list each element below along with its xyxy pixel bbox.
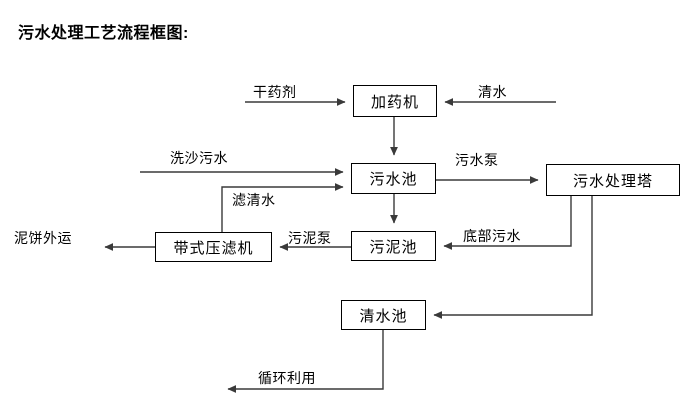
terminal-label-mud-cake-transport: 泥饼外运	[14, 230, 72, 246]
node-label: 污水池	[369, 171, 418, 188]
node-sludge-pool[interactable]: 污泥池	[351, 231, 436, 261]
node-belt-filter-press[interactable]: 带式压滤机	[155, 232, 272, 262]
node-sewage-pool[interactable]: 污水池	[351, 163, 436, 194]
edge-label-recycle-use: 循环利用	[258, 370, 316, 386]
node-label: 加药机	[370, 93, 419, 111]
node-label: 清水池	[359, 307, 408, 325]
node-dosing-machine[interactable]: 加药机	[353, 85, 437, 117]
node-treatment-tower[interactable]: 污水处理塔	[546, 164, 680, 196]
node-label: 带式压滤机	[173, 239, 254, 257]
edge-label-sewage-pump: 污水泵	[455, 152, 499, 168]
edge-label-wash-sand-sewage: 洗沙污水	[170, 150, 228, 166]
connector-clear-pool-recycle	[227, 330, 384, 393]
page-title: 污水处理工艺流程框图:	[18, 25, 189, 42]
node-label: 污泥池	[369, 238, 418, 256]
terminal-label-dry-agent: 干药剂	[253, 84, 297, 100]
edge-label-filtered-water: 滤清水	[232, 192, 276, 208]
terminal-label-clean-water: 清水	[478, 84, 507, 100]
edge-label-bottom-sewage: 底部污水	[463, 228, 521, 244]
connector-tower-to-sludge-pool	[443, 196, 572, 250]
connector-tower-to-clear-pool	[433, 196, 593, 319]
edge-label-sludge-pump: 污泥泵	[288, 230, 332, 246]
node-clear-water-pool[interactable]: 清水池	[341, 300, 426, 330]
node-label: 污水处理塔	[572, 172, 653, 190]
connector-filtered-water-to-sewage-pool	[221, 183, 344, 232]
